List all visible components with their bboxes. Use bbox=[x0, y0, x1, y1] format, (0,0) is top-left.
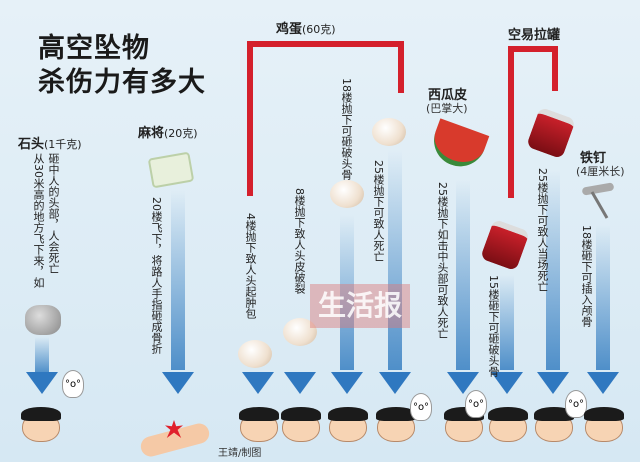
title-line1: 高空坠物 bbox=[38, 33, 150, 64]
ghost-icon: °o° bbox=[410, 393, 432, 421]
arrow-down-icon bbox=[447, 372, 479, 394]
arrow-down-icon bbox=[587, 372, 619, 394]
egg-8f-text: 8楼抛下致人头皮破裂 bbox=[293, 188, 306, 294]
can-bracket bbox=[552, 46, 558, 91]
arrow-down-icon bbox=[26, 372, 58, 394]
egg-18f-text: 18楼抛下可砸破头骨 bbox=[340, 78, 353, 180]
arrow-down-icon bbox=[379, 372, 411, 394]
stone-icon bbox=[25, 305, 61, 335]
mahjong-name: 麻将 bbox=[138, 126, 165, 141]
can-icon bbox=[525, 106, 577, 160]
watermark: 生活报 bbox=[310, 284, 410, 328]
arrow-shaft bbox=[171, 190, 185, 370]
head-icon bbox=[534, 407, 574, 442]
egg-bracket bbox=[398, 41, 404, 93]
can-15f-text: 15楼砸下可砸破头骨 bbox=[487, 275, 500, 377]
stone-weight: (1千克) bbox=[44, 138, 82, 151]
arrow-down-icon bbox=[162, 372, 194, 394]
arrow-shaft bbox=[35, 337, 49, 373]
egg-icon bbox=[283, 318, 317, 346]
stone-text-1: 砸中人的头部，人会死亡 bbox=[47, 153, 60, 274]
stone-label: 石头(1千克) bbox=[18, 133, 82, 152]
arrow-shaft bbox=[500, 275, 514, 370]
can-bracket bbox=[508, 46, 514, 198]
watermelon-size: (巴掌大) bbox=[426, 102, 468, 115]
egg-label: 鸡蛋(60克) bbox=[276, 18, 336, 37]
head-icon bbox=[488, 407, 528, 442]
nail-icon bbox=[581, 182, 615, 196]
stone-text-2: 从30米高的地方飞下来，如 bbox=[32, 153, 45, 288]
head-icon bbox=[239, 407, 279, 442]
egg-bracket bbox=[247, 41, 253, 196]
can-bracket bbox=[508, 46, 558, 52]
watermelon-text: 25楼抛下如击中头部可致人死亡 bbox=[436, 182, 449, 339]
arrow-shaft bbox=[456, 180, 470, 370]
head-icon bbox=[584, 407, 624, 442]
nail-icon bbox=[590, 191, 609, 219]
watermelon-icon bbox=[426, 118, 490, 174]
head-icon bbox=[376, 407, 416, 442]
mahjong-text: 20楼飞下，将路人手指砸成骨折 bbox=[150, 197, 163, 354]
arrow-down-icon bbox=[284, 372, 316, 394]
ghost-icon: °o° bbox=[465, 390, 487, 418]
mahjong-weight: (20克) bbox=[164, 127, 198, 140]
credit: 王靖/制图 bbox=[218, 448, 262, 459]
mahjong-tile-icon bbox=[147, 151, 195, 189]
ghost-icon: °o° bbox=[565, 390, 587, 418]
ghost-icon: °o° bbox=[62, 370, 84, 398]
stone-name: 石头 bbox=[18, 137, 45, 152]
arrow-shaft bbox=[546, 170, 560, 370]
egg-icon bbox=[330, 180, 364, 208]
egg-icon bbox=[238, 340, 272, 368]
egg-25f-text: 25楼抛下可致人死亡 bbox=[372, 160, 385, 262]
egg-icon bbox=[372, 118, 406, 146]
arrow-down-icon bbox=[491, 372, 523, 394]
arrow-down-icon bbox=[537, 372, 569, 394]
nail-size: (4厘米长) bbox=[576, 165, 625, 178]
egg-4f-text: 4楼抛下致人头起肿包 bbox=[244, 213, 257, 319]
egg-bracket bbox=[247, 41, 404, 47]
arrow-down-icon bbox=[331, 372, 363, 394]
watermelon-label: 西瓜皮 bbox=[428, 88, 468, 103]
can-25f-text: 25楼抛下可致人当场死亡 bbox=[536, 168, 549, 292]
nail-label: 铁钉 bbox=[580, 151, 607, 166]
arrow-shaft bbox=[596, 225, 610, 370]
egg-name: 鸡蛋 bbox=[276, 22, 303, 37]
head-icon bbox=[21, 407, 61, 442]
arrow-down-icon bbox=[242, 372, 274, 394]
can-icon bbox=[479, 218, 531, 272]
title-line2: 杀伤力有多大 bbox=[38, 67, 206, 98]
arrow-shaft bbox=[340, 215, 354, 370]
head-icon bbox=[281, 407, 321, 442]
arrow-shaft bbox=[388, 150, 402, 370]
egg-weight: (60克) bbox=[302, 23, 336, 36]
mahjong-label: 麻将(20克) bbox=[138, 122, 198, 141]
nail-text: 18楼砸下可插入颅骨 bbox=[580, 225, 593, 327]
can-label: 空易拉罐 bbox=[508, 28, 561, 43]
head-icon bbox=[328, 407, 368, 442]
